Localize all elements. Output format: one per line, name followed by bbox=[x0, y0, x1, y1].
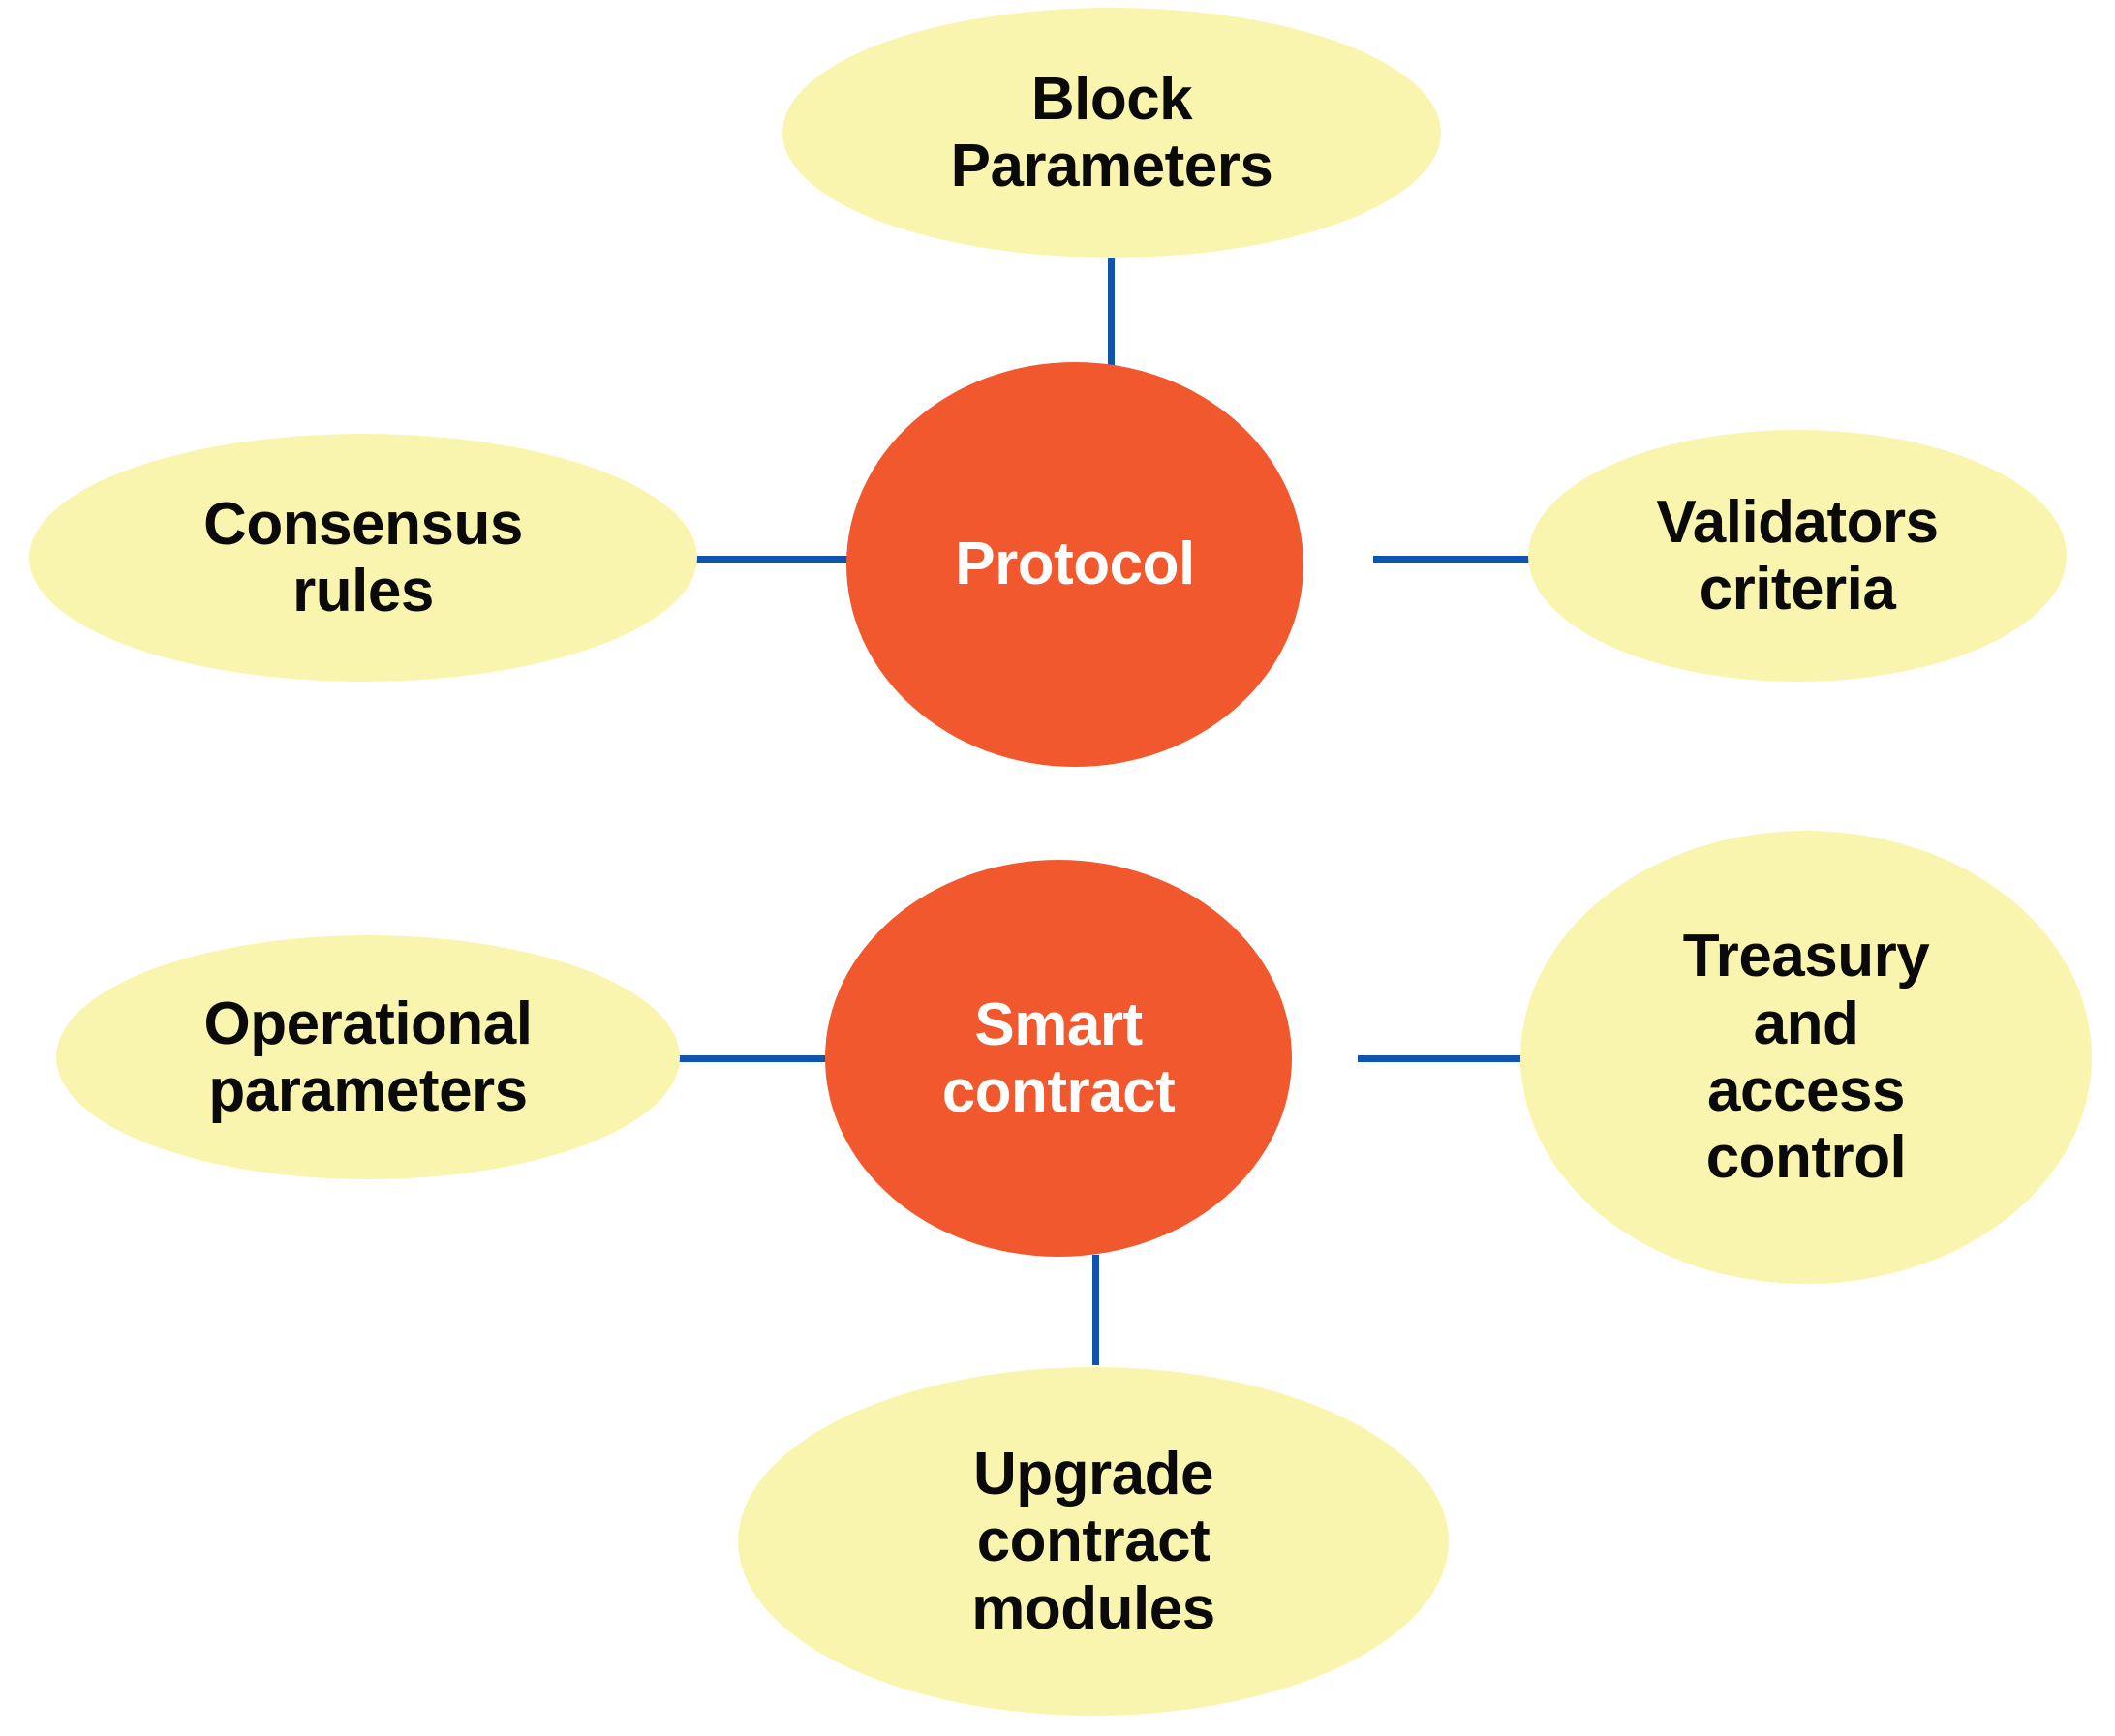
connector-smart-contract-to-treasury-and-access-control bbox=[1358, 1055, 1530, 1062]
connector-block-parameters-to-protocol bbox=[1108, 256, 1115, 368]
node-operational-parameters[interactable]: Operational parameters bbox=[56, 935, 680, 1179]
node-block-parameters-label: Block Parameters bbox=[950, 65, 1273, 199]
node-treasury-and-access-control[interactable]: Treasury and access control bbox=[1520, 831, 2092, 1284]
connector-consensus-rules-to-protocol bbox=[690, 556, 848, 563]
node-smart-contract[interactable]: Smart contract bbox=[825, 860, 1292, 1257]
node-consensus-rules[interactable]: Consensus rules bbox=[29, 434, 697, 682]
node-treasury-and-access-control-label: Treasury and access control bbox=[1682, 923, 1930, 1192]
node-operational-parameters-label: Operational parameters bbox=[203, 990, 533, 1124]
node-protocol[interactable]: Protocol bbox=[846, 362, 1303, 767]
node-block-parameters[interactable]: Block Parameters bbox=[782, 8, 1441, 258]
node-upgrade-contract-modules[interactable]: Upgrade contract modules bbox=[738, 1367, 1449, 1716]
node-validators-criteria-label: Validators criteria bbox=[1656, 488, 1939, 623]
node-upgrade-contract-modules-label: Upgrade contract modules bbox=[971, 1440, 1215, 1642]
node-validators-criteria[interactable]: Validators criteria bbox=[1528, 430, 2067, 682]
node-consensus-rules-label: Consensus rules bbox=[203, 490, 523, 624]
connector-operational-parameters-to-smart-contract bbox=[676, 1055, 835, 1062]
node-protocol-label: Protocol bbox=[955, 531, 1195, 598]
connector-smart-contract-to-upgrade-contract-modules bbox=[1092, 1255, 1099, 1365]
connector-protocol-to-validators-criteria bbox=[1373, 556, 1534, 563]
node-smart-contract-label: Smart contract bbox=[941, 990, 1176, 1125]
